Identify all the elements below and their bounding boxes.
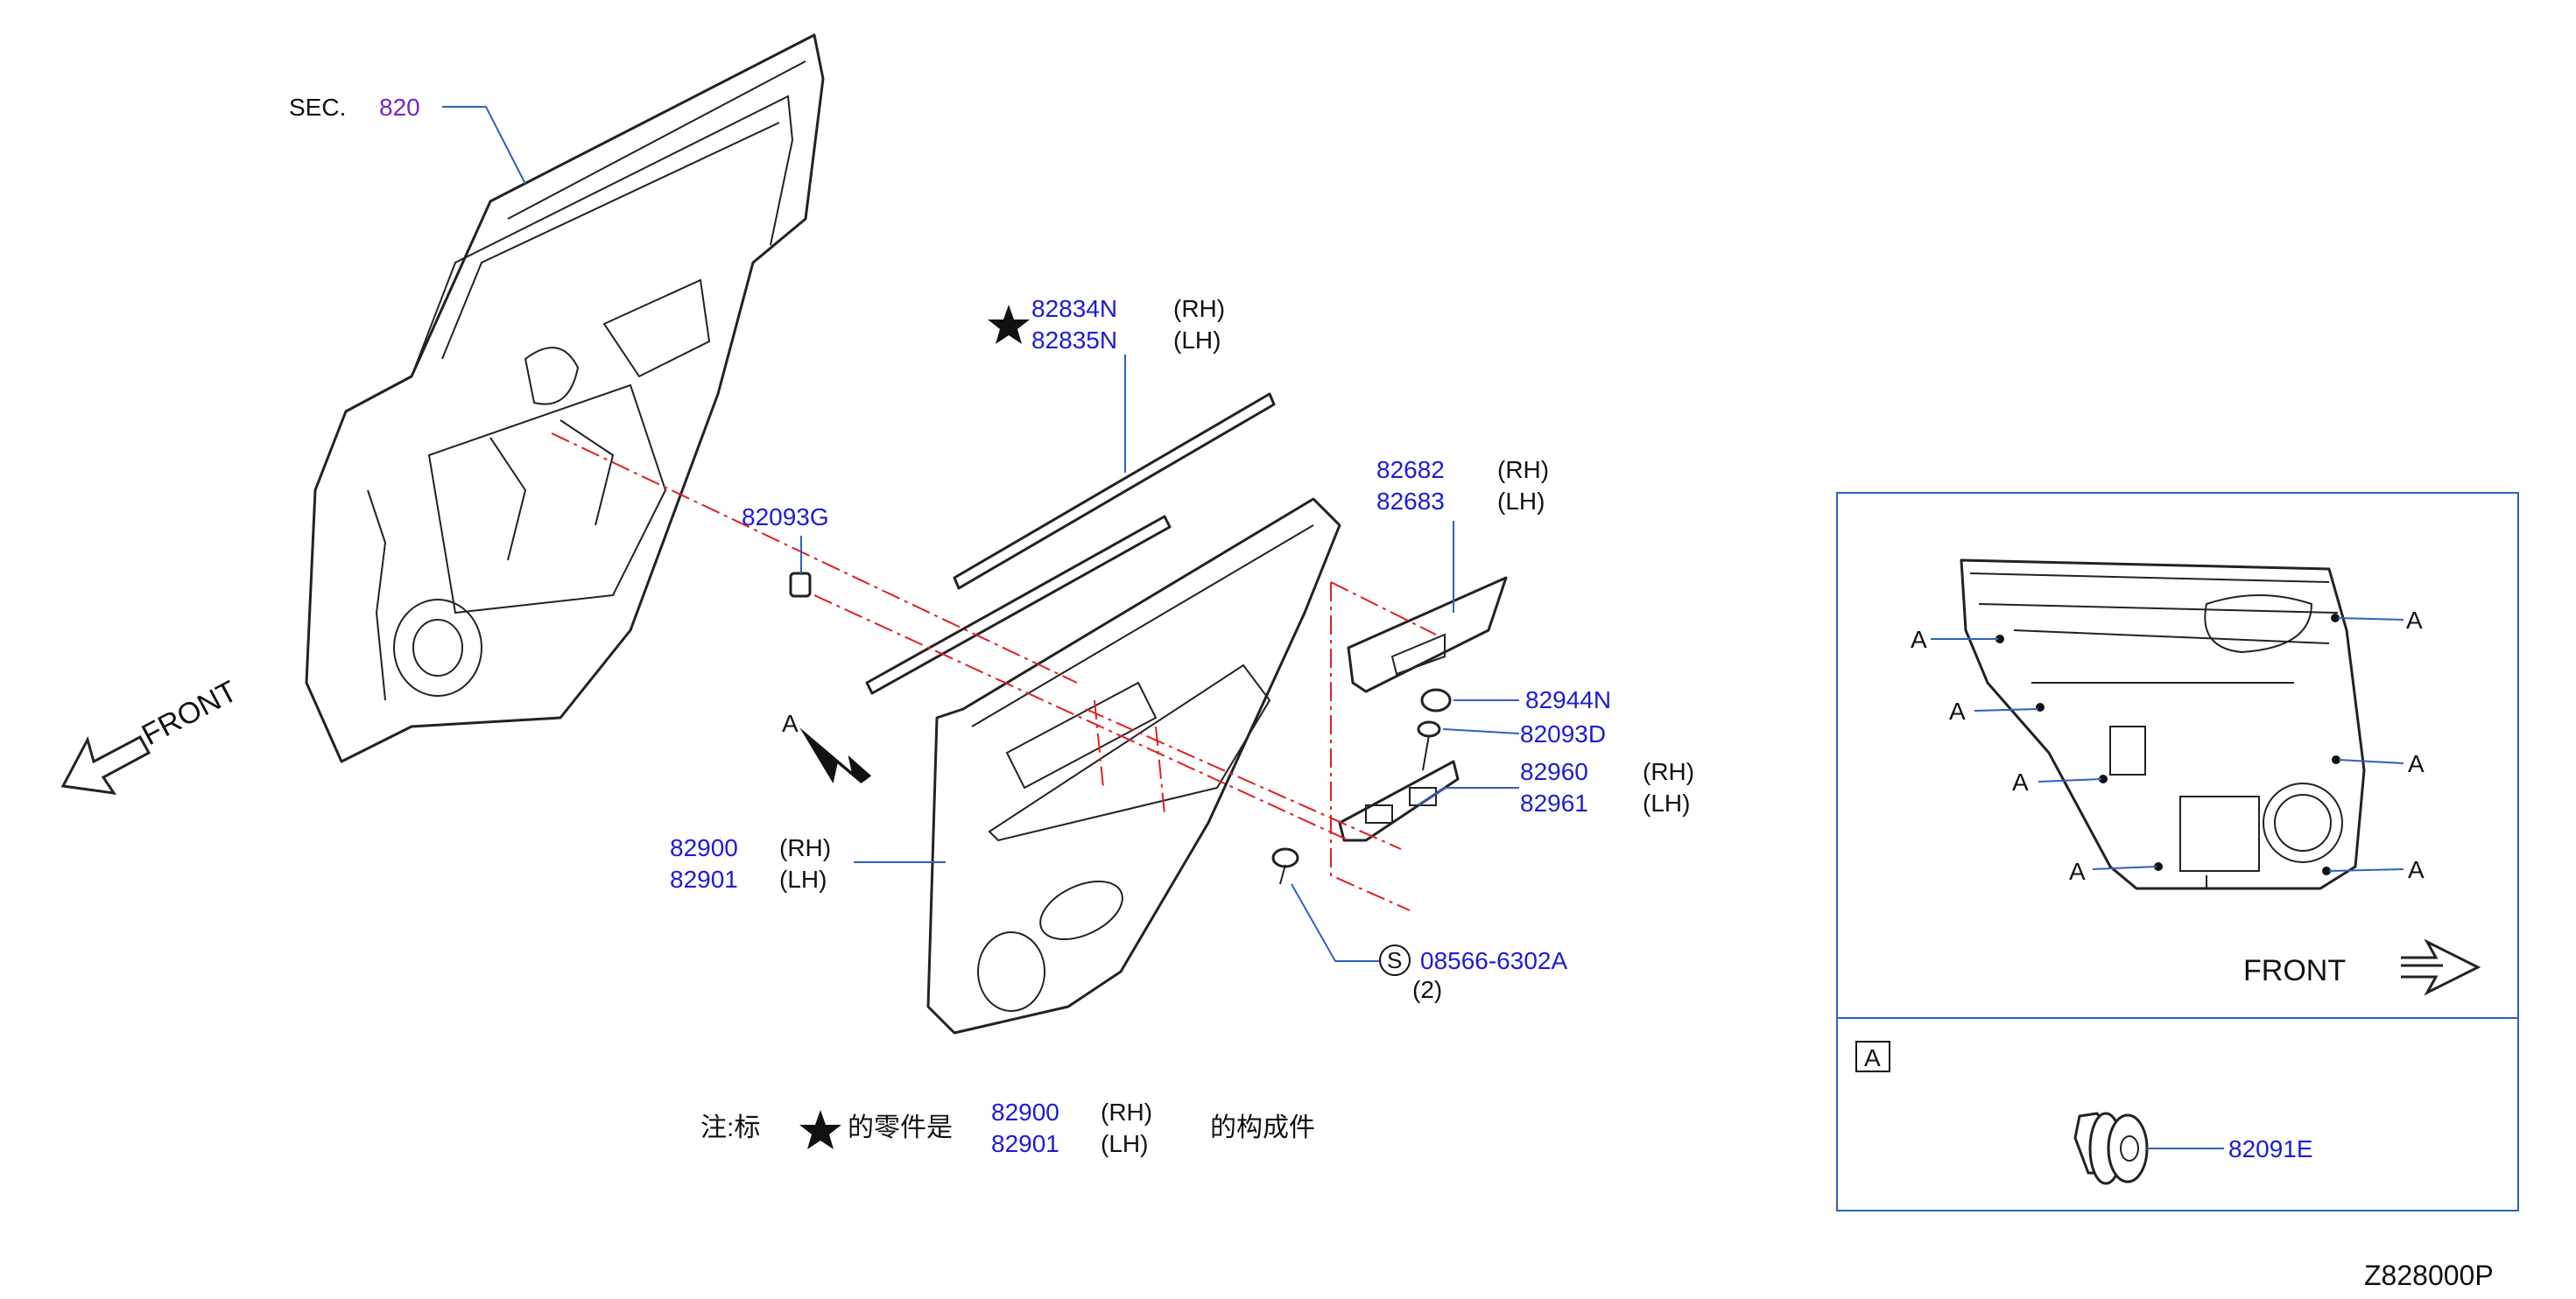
note-part-82901[interactable]: 82901 — [991, 1130, 1059, 1157]
front-arrow-left — [60, 734, 151, 795]
part-82835N[interactable]: 82835N — [1031, 327, 1117, 354]
s-symbol — [1379, 944, 1411, 976]
s-symbol-letter: S — [1387, 947, 1402, 973]
front-arrow-right — [2401, 938, 2481, 996]
front-label-right: FRONT — [2243, 954, 2346, 987]
note-side-lh: (LH) — [1101, 1130, 1148, 1157]
diagram-code: Z828000P — [2364, 1260, 2494, 1291]
part-82682-side: (RH) — [1497, 456, 1549, 483]
detail-a-box — [1855, 1041, 1890, 1072]
part-82834N-side: (RH) — [1173, 295, 1225, 322]
screw-82093D — [1417, 720, 1441, 771]
sec-number[interactable]: 820 — [379, 94, 420, 121]
part-82944N[interactable]: 82944N — [1525, 686, 1611, 713]
door-shell — [305, 33, 825, 763]
cap-82944N — [1420, 688, 1452, 713]
finisher-82682 — [1347, 576, 1508, 693]
part-82900-side: (RH) — [779, 834, 831, 861]
part-82960[interactable]: 82960 — [1520, 758, 1588, 785]
leader-lines — [442, 106, 1520, 962]
part-82835N-side: (LH) — [1173, 327, 1221, 354]
part-08566-6302A[interactable]: 08566-6302A — [1420, 947, 1567, 974]
part-82091E[interactable]: 82091E — [2228, 1135, 2313, 1162]
inset-trim-panel — [1960, 558, 2366, 890]
note-part-82900[interactable]: 82900 — [991, 1099, 1059, 1126]
part-82960-side: (RH) — [1643, 758, 1694, 785]
inset-a-label-6: A — [2408, 750, 2425, 777]
part-82900[interactable]: 82900 — [670, 834, 738, 861]
inset-a-label-1: A — [1911, 626, 1927, 653]
door-trim-panel — [926, 497, 1341, 1035]
switch-finisher-82960 — [1338, 760, 1460, 842]
note-side-rh: (RH) — [1101, 1099, 1152, 1126]
clip-82093G — [789, 572, 812, 598]
note-prefix: 注:标 — [700, 1113, 760, 1142]
inset-a-label-2: A — [1949, 698, 1966, 725]
part-82683[interactable]: 82683 — [1376, 488, 1445, 515]
note-star-icon — [799, 1110, 841, 1149]
inset-a-label-5: A — [2406, 607, 2423, 634]
part-82683-side: (LH) — [1497, 488, 1545, 515]
part-82901-side: (LH) — [779, 866, 827, 893]
star-icon — [988, 305, 1030, 344]
part-82834N[interactable]: 82834N — [1031, 295, 1117, 322]
part-82961-side: (LH) — [1643, 790, 1690, 817]
part-82093G[interactable]: 82093G — [742, 503, 829, 530]
inset-leaders — [1931, 617, 2404, 872]
part-82901[interactable]: 82901 — [670, 866, 738, 893]
screw-08566 — [1271, 847, 1299, 885]
quantity: (2) — [1412, 976, 1442, 1003]
moulding-strips — [865, 392, 1276, 695]
part-82093D[interactable]: 82093D — [1520, 720, 1606, 748]
view-a-arrow — [799, 727, 872, 784]
inset-a-label-7: A — [2408, 856, 2425, 883]
note-suffix: 的构成件 — [1210, 1113, 1315, 1142]
inset-a-label-4: A — [2069, 858, 2086, 885]
front-label-left: FRONT — [137, 675, 243, 753]
note-mid: 的零件是 — [848, 1113, 953, 1142]
part-82961[interactable]: 82961 — [1520, 790, 1588, 817]
view-a-label: A — [782, 710, 799, 737]
part-82682[interactable]: 82682 — [1376, 456, 1445, 483]
sec-label: SEC. — [289, 94, 346, 121]
inset-a-label-3: A — [2012, 769, 2029, 796]
clip-82091E — [2073, 1112, 2149, 1185]
phantom-lines — [551, 432, 1437, 911]
detail-a-label: A — [1864, 1044, 1881, 1071]
